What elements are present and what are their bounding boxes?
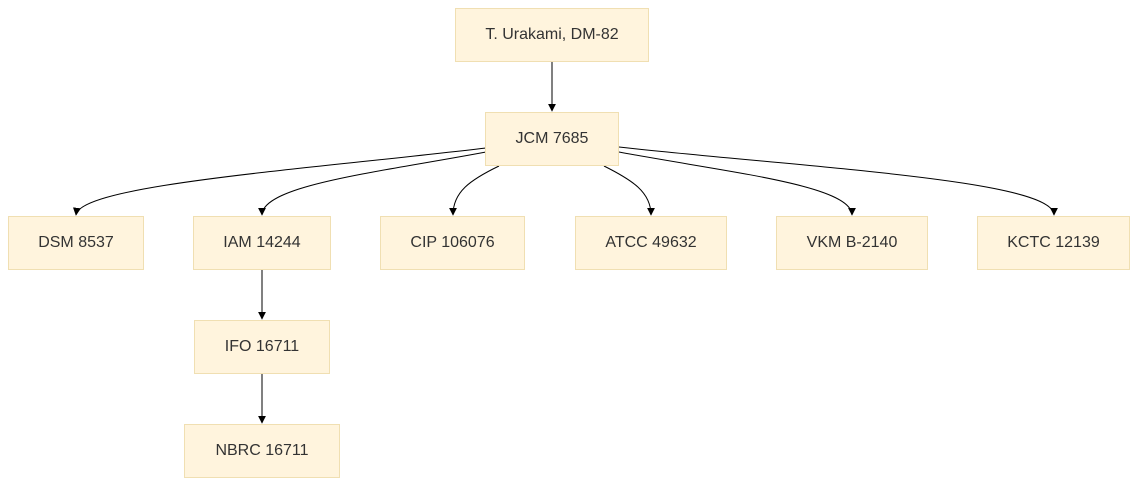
- node-jcm-7685: JCM 7685: [485, 112, 619, 166]
- node-ifo-16711: IFO 16711: [194, 320, 330, 374]
- edge-jcm-to-vkm: [618, 151, 856, 216]
- node-t-urakami: T. Urakami, DM-82: [455, 8, 649, 62]
- node-label: JCM 7685: [515, 130, 589, 147]
- edge-jcm-to-iam: [258, 151, 487, 216]
- edge-jcm-to-atcc: [603, 165, 655, 216]
- node-label: CIP 106076: [410, 234, 495, 251]
- node-vkm-b-2140: VKM B-2140: [776, 216, 928, 270]
- node-label: IFO 16711: [224, 338, 300, 355]
- node-nbrc-16711: NBRC 16711: [184, 424, 340, 478]
- edge-jcm-to-dsm: [73, 147, 487, 216]
- edge-jcm-to-cip: [449, 165, 500, 216]
- node-label: T. Urakami, DM-82: [485, 26, 619, 43]
- node-iam-14244: IAM 14244: [193, 216, 331, 270]
- node-label: ATCC 49632: [605, 234, 697, 251]
- node-label: NBRC 16711: [215, 442, 309, 459]
- node-cip-106076: CIP 106076: [380, 216, 525, 270]
- node-label: DSM 8537: [38, 234, 114, 251]
- node-label: VKM B-2140: [806, 234, 898, 251]
- node-atcc-49632: ATCC 49632: [575, 216, 727, 270]
- node-dsm-8537: DSM 8537: [8, 216, 144, 270]
- node-kctc-12139: KCTC 12139: [977, 216, 1130, 270]
- node-label: KCTC 12139: [1007, 234, 1100, 251]
- node-label: IAM 14244: [223, 234, 301, 251]
- edge-jcm-to-kctc: [618, 146, 1058, 216]
